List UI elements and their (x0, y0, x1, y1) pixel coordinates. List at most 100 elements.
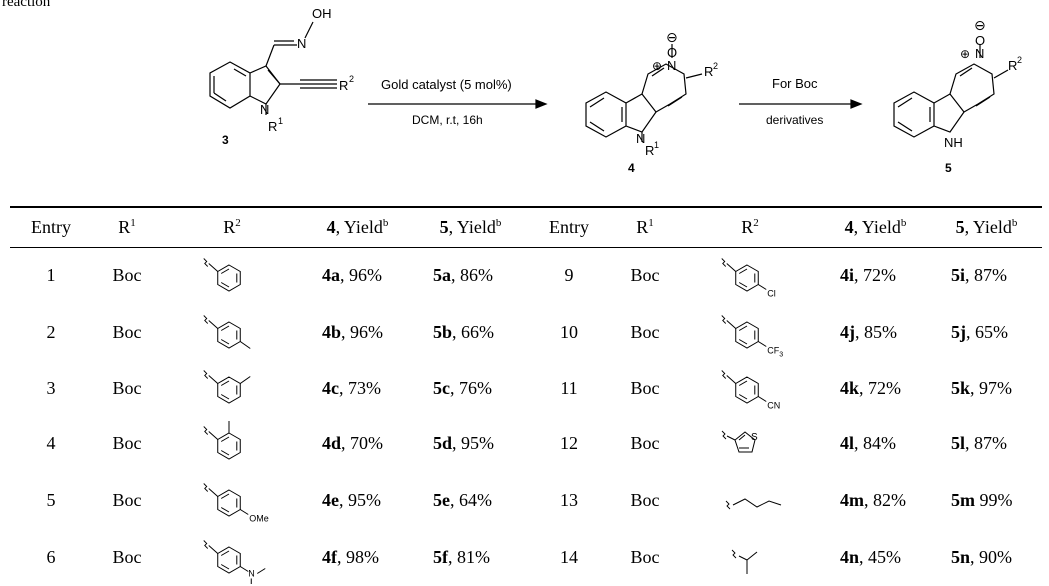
entry-cell: 3 (46, 377, 56, 398)
yield-cell: 4i, 72% (840, 265, 897, 286)
r1-cell: Boc (630, 265, 660, 286)
substituent-structure-4-trifluoromethylphenyl: CF3 (721, 314, 783, 358)
yield-cell: 4n, 45% (840, 547, 902, 567)
yield-cell: 5d, 95% (433, 433, 495, 453)
svg-text:N: N (975, 46, 984, 61)
entry-cell: 10 (560, 322, 578, 342)
r2-structure-cell (162, 247, 302, 304)
substituent-label: N (248, 568, 255, 578)
entry-cell: 11 (560, 377, 578, 398)
yield-cell: 5e, 64% (433, 490, 492, 510)
svg-text:2: 2 (349, 74, 354, 84)
svg-text:R: R (704, 64, 713, 79)
entry-cell: 12 (560, 433, 578, 453)
r1-cell: Boc (630, 377, 660, 398)
r1-cell: Boc (112, 265, 142, 286)
svg-text:N: N (636, 131, 645, 146)
yield-cell: 4m, 82% (840, 490, 906, 510)
entry-cell: 9 (564, 265, 574, 286)
r2-structure-cell (680, 529, 820, 586)
arrow2-conditions-bottom: derivatives (766, 113, 823, 127)
column-header-2: R2 (162, 206, 302, 248)
substituent-label: Cl (767, 288, 776, 298)
compound-4-structure (585, 44, 703, 142)
substituent-structure-4-methoxyphenyl: OMe (203, 482, 269, 523)
r2-label: R (339, 78, 348, 93)
substituent-structure-2-thienyl: S (721, 430, 758, 452)
substituent-structure-4-dimethylaminophenyl: N (203, 539, 266, 584)
r2-structure-cell (680, 472, 820, 529)
column-header-0: Entry (10, 206, 92, 248)
yield-cell: 5a, 86% (433, 265, 493, 286)
r1-cell: Boc (112, 433, 142, 453)
compound-3-structure (209, 21, 337, 115)
yield-cell: 4e, 95% (322, 490, 381, 510)
substituent-structure-n-butyl (725, 497, 782, 509)
r1-cell: Boc (630, 322, 660, 342)
yield-cell: 4j, 85% (840, 322, 897, 342)
svg-text:1: 1 (278, 116, 283, 126)
arrow1-conditions-bottom: DCM, r.t, 16h (412, 113, 483, 127)
svg-text:R: R (645, 143, 654, 158)
yield-cell: 5j, 65% (951, 322, 1008, 342)
yield-cell: 4a, 96% (322, 265, 382, 286)
plus-charge-icon: ⊕ (652, 59, 662, 73)
column-header-4: 5, Yieldb (413, 206, 528, 248)
substituent-structure-4-methylphenyl (203, 314, 251, 349)
svg-text:2: 2 (713, 61, 718, 71)
entry-cell: 2 (46, 322, 56, 342)
yield-cell: 4c, 73% (322, 377, 381, 398)
r2-structure-cell: CN (680, 361, 820, 415)
entry-cell: 1 (46, 265, 56, 286)
yield-cell: 5b, 66% (433, 322, 495, 342)
arrow2-conditions-top: For Boc (772, 76, 818, 91)
r1-cell: Boc (112, 322, 142, 342)
nh-label: NH (944, 135, 963, 150)
r1-cell: Boc (112, 490, 142, 510)
svg-text:O: O (975, 33, 985, 48)
pyridine-n-label: N (667, 58, 676, 73)
substituent-structure-4-chlorophenyl: Cl (721, 257, 776, 298)
r2-structure-cell: OMe (162, 472, 302, 529)
r2-structure-cell: Cl (680, 247, 820, 304)
r2-structure-cell (162, 304, 302, 361)
r1-cell: Boc (112, 377, 142, 398)
r2-structure-cell: N (162, 529, 302, 586)
r1-cell: Boc (112, 547, 142, 567)
substituent-structure-isopropyl (731, 549, 758, 574)
r1-cell: Boc (630, 490, 660, 510)
entry-cell: 13 (560, 490, 578, 510)
svg-text:2: 2 (1017, 55, 1022, 65)
yield-cell: 4l, 84% (840, 433, 897, 453)
svg-text:R: R (1008, 58, 1017, 73)
yield-cell: 5f, 81% (433, 547, 490, 567)
oh-label: OH (312, 6, 332, 21)
column-header-8: 4, Yieldb (820, 206, 931, 248)
substituent-label: OMe (249, 513, 269, 523)
arrow1-conditions-top: Gold catalyst (5 mol%) (381, 77, 512, 92)
compound-5-structure (893, 44, 1009, 138)
r1-label: R (268, 119, 277, 134)
yield-cell: 5k, 97% (951, 377, 1013, 398)
column-header-1: R1 (92, 206, 162, 248)
r2-structure-cell (162, 361, 302, 415)
svg-text:1: 1 (654, 140, 659, 150)
column-header-6: R1 (610, 206, 680, 248)
yield-cell: 4d, 70% (322, 433, 384, 453)
yield-cell: 4f, 98% (322, 547, 379, 567)
column-header-3: 4, Yieldb (302, 206, 413, 248)
entry-cell: 4 (46, 433, 56, 453)
column-header-7: R2 (680, 206, 820, 248)
entry-cell: 6 (46, 547, 56, 567)
yield-cell: 5n, 90% (951, 547, 1013, 567)
r2-structure-cell: CF3 (680, 304, 820, 361)
compound-5-number: 5 (945, 161, 952, 175)
substituent-structure-4-cyanophenyl: CN (721, 370, 780, 411)
indole-n-label: N (260, 102, 269, 117)
entry-cell: 14 (560, 547, 578, 567)
